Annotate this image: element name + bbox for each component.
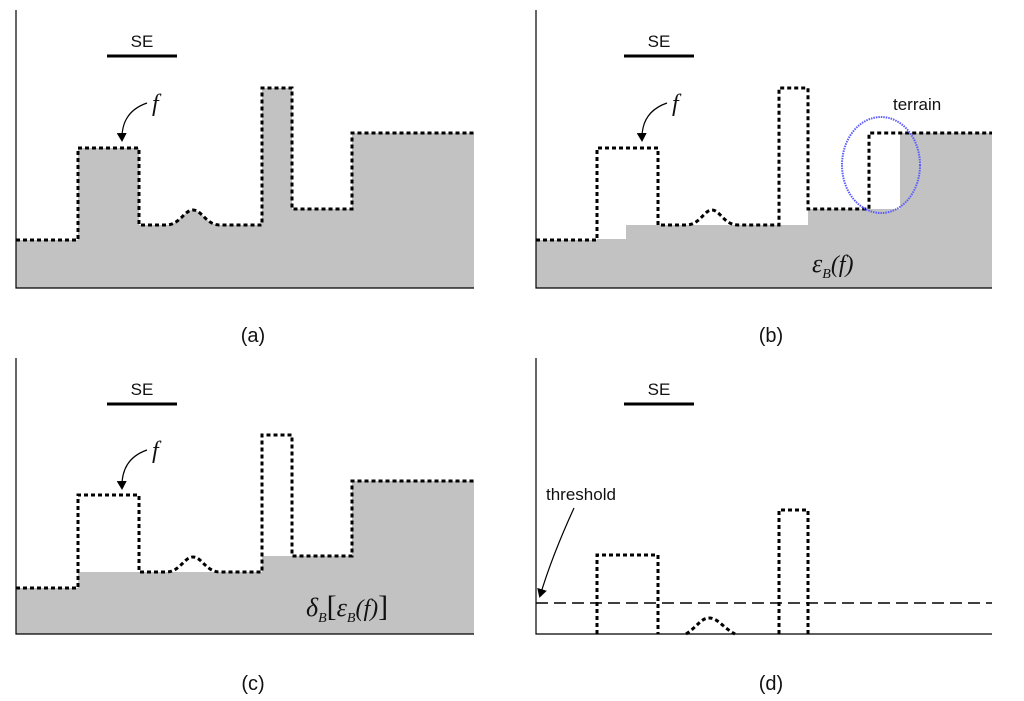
panel-c-caption: (c) [241, 673, 264, 695]
panel-c-opening-area [16, 481, 474, 634]
panel-d-residue-1 [595, 553, 660, 634]
panel-d-threshold-arrow [537, 507, 575, 598]
panel-b-erosion-label: εB(f) [812, 249, 853, 282]
panel-c-signal-f [16, 433, 474, 590]
panel-c-f-arrow [116, 449, 148, 490]
panel-c-axes [15, 358, 474, 635]
panel-a-signal-f [16, 86, 474, 242]
panel-c-f-label: f [152, 438, 162, 464]
panel-d-caption: (d) [759, 673, 783, 695]
panel-a-caption: (a) [241, 325, 265, 347]
panel-a-f-arrow [116, 102, 148, 142]
panel-b-f-arrow [636, 102, 668, 142]
panel-b-se-label: SE [648, 32, 671, 51]
panel-a-f-label: f [152, 91, 162, 117]
panel-b-erosion-area [536, 133, 992, 288]
panel-b-signal-f [536, 86, 992, 242]
panel-a: SE f (a) [15, 10, 474, 347]
panel-d: SE threshold (d) [535, 358, 992, 695]
panel-c-opening-label: δB[εB(f)] [306, 590, 388, 626]
panel-d-residue-2 [685, 616, 736, 636]
panel-a-area [16, 88, 474, 288]
panel-b-f-label: f [672, 91, 682, 117]
panel-d-threshold-label: threshold [546, 485, 616, 504]
panel-c: SE f δB[εB(f)] (c) [15, 358, 474, 695]
panel-a-se-label: SE [131, 32, 154, 51]
panel-b: SE f terrain εB(f) (b) [535, 10, 992, 347]
panel-d-residue-3 [777, 508, 810, 634]
panel-b-terrain-ellipse [841, 116, 921, 214]
panel-b-terrain-label: terrain [893, 95, 941, 114]
panel-c-se-label: SE [131, 380, 154, 399]
panel-d-axes [535, 358, 992, 635]
panel-b-caption: (b) [759, 325, 783, 347]
panel-d-se-label: SE [648, 380, 671, 399]
panel-a-axes [15, 10, 474, 289]
panel-b-axes [535, 10, 992, 289]
